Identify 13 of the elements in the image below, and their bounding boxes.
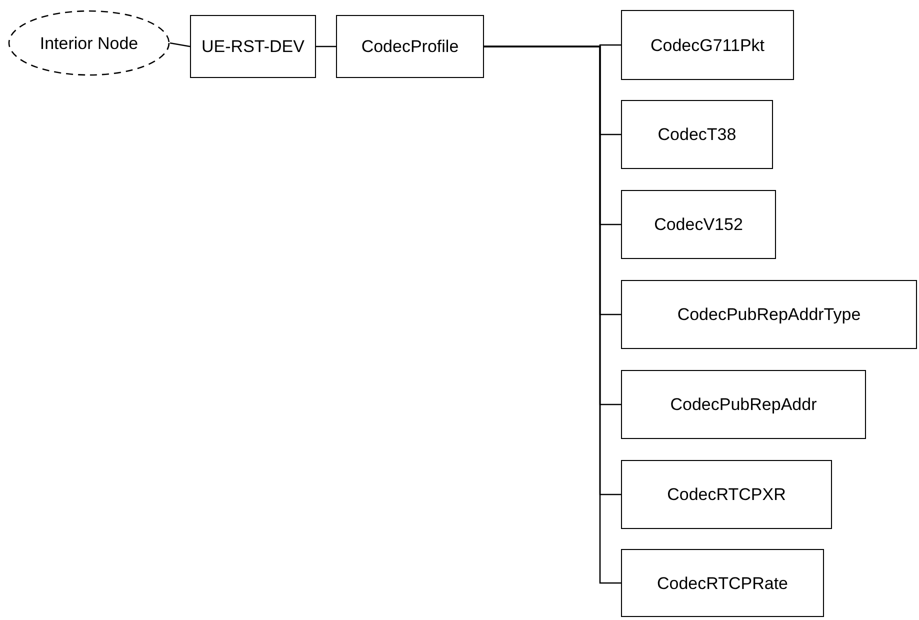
process-box: CodecRTCPXR	[621, 460, 832, 529]
process-box: CodecPubRepAddrType	[621, 280, 917, 349]
process-box: CodecT38	[621, 100, 773, 169]
process-box: CodecProfile	[336, 15, 484, 78]
process-box: CodecPubRepAddr	[621, 370, 866, 439]
connector-line	[316, 46, 336, 48]
process-box: CodecRTCPRate	[621, 549, 824, 617]
process-box: CodecG711Pkt	[621, 10, 794, 80]
connector-line	[170, 42, 190, 48]
process-box: UE-RST-DEV	[190, 15, 316, 78]
connector-line	[484, 46, 621, 584]
dashed-ellipse-node: Interior Node	[8, 10, 170, 76]
process-box: CodecV152	[621, 190, 776, 259]
